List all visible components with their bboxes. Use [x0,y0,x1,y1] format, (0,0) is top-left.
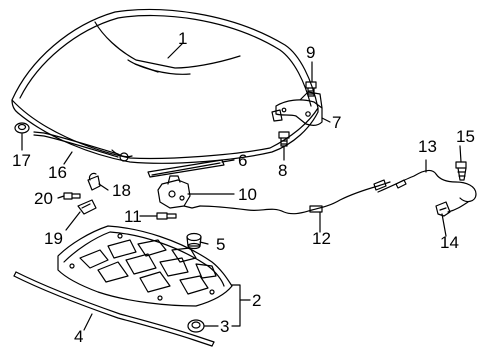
hood-insulator-illustration [57,225,233,307]
callout-9: 9 [306,43,316,62]
callout-6: 6 [238,151,248,170]
callout-14: 14 [440,233,459,252]
prop-rod-illustration [33,131,129,162]
callout-2: 2 [252,291,262,310]
callout-4: 4 [74,327,84,346]
callout-16: 16 [48,163,67,182]
callout-5: 5 [216,235,226,254]
prop-rod-holder-illustration [77,199,97,215]
hinge-bolt-illustration [278,131,290,147]
hood-seal-strip-illustration [147,159,225,178]
prop-rod-grommet-illustration [14,122,30,134]
hood-seal-illustration [13,271,215,347]
callout-17: 17 [12,151,31,170]
hood-latch-illustration [157,175,201,209]
release-handle-illustration [435,201,469,217]
hood-bumper-illustration [186,232,202,250]
callout-12: 12 [312,229,331,248]
release-cable-illustration [199,179,391,215]
latch-bolt-illustration [156,212,177,220]
callout-1: 1 [178,29,188,48]
callout-20: 20 [34,189,53,208]
callout-10: 10 [238,185,257,204]
callout-11: 11 [124,207,142,226]
insulator-retainer-illustration [187,319,205,333]
callout-15: 15 [456,127,475,146]
callout-8: 8 [278,161,288,180]
handle-screw-illustration [455,161,467,181]
prop-rod-clip-illustration [87,172,101,191]
holder-screw-illustration [63,192,81,200]
callout-7: 7 [332,113,342,132]
leader-lines [21,43,462,331]
callout-13: 13 [418,137,437,156]
hood-hinge-illustration [271,91,323,126]
callout-3: 3 [220,317,230,336]
release-handle-cable-illustration [377,169,477,203]
callout-19: 19 [44,229,63,248]
callout-18: 18 [112,181,131,200]
hood-panel-illustration [11,8,319,164]
